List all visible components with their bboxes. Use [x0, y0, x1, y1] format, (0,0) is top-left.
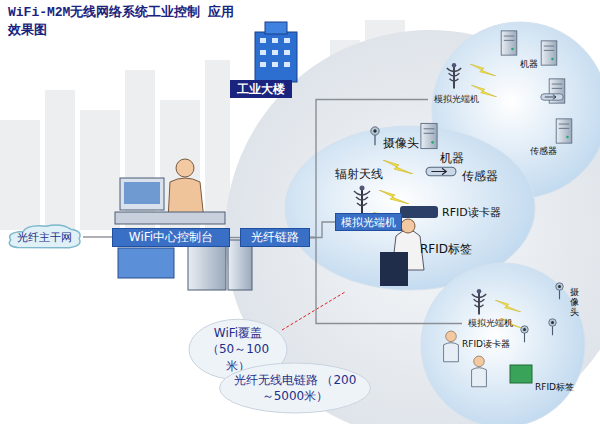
node-text: 光纤无线电链路 （200～5000米）	[229, 372, 361, 404]
part-label: RFID读卡器	[462, 338, 510, 351]
diagram-title: WiFi-M2M无线网络系统工业控制 应用效果图	[8, 4, 236, 40]
node-text: 光纤链路	[251, 229, 299, 246]
part-label: RFID读卡器	[442, 205, 501, 220]
part-label: 机器	[520, 58, 538, 71]
console-box: WiFi中心控制台	[112, 228, 230, 247]
fiber-line	[230, 237, 240, 238]
part-label: 机器	[440, 150, 464, 167]
node-text: 光纤主干网	[17, 230, 72, 245]
node-text: 模拟光端机	[434, 93, 479, 106]
range-ellipse: 光纤无线电链路 （200～5000米）	[218, 362, 372, 414]
cloud-node: 光纤主干网	[6, 222, 83, 252]
part-label: 工业大楼	[237, 81, 285, 98]
node-text: 模拟光端机	[341, 215, 396, 230]
link-box: 光纤链路	[240, 228, 310, 247]
part-label: 辐射天线	[335, 166, 383, 183]
node-text: WiFi中心控制台	[129, 229, 213, 246]
transceiver-box: 模拟光端机	[335, 213, 402, 231]
part-label: RFID标签	[535, 381, 574, 394]
fiber-line	[83, 236, 112, 237]
transceiver-label: 模拟光端机	[428, 92, 485, 107]
part-label: RFID标签	[420, 241, 472, 258]
part-label: 摄像头	[570, 288, 579, 318]
ellipse-outline	[218, 362, 372, 414]
fiber-line	[310, 222, 335, 238]
part-label: 传感器	[462, 168, 498, 185]
part-label: 摄像头	[383, 135, 419, 152]
fiber-line	[310, 100, 428, 238]
node-text: 模拟光端机	[468, 317, 513, 330]
part-label: 传感器	[530, 145, 557, 158]
transceiver-label: 模拟光端机	[462, 316, 519, 331]
